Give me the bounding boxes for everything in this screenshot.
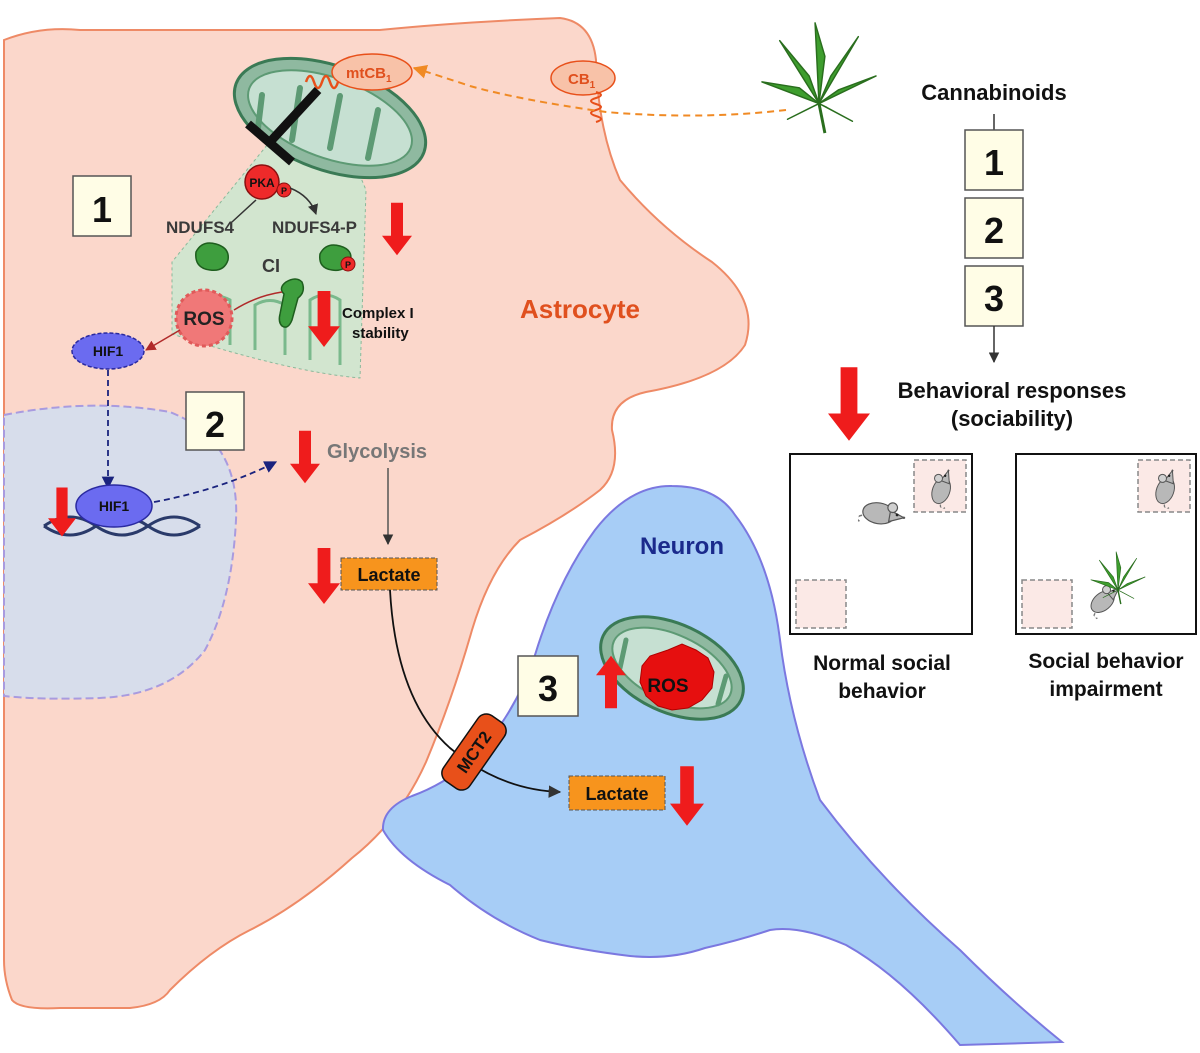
impair-line2: impairment [1049, 678, 1162, 701]
complex-stability-line1: Complex I [342, 305, 414, 322]
flow-step-1-label: 1 [984, 142, 1004, 183]
hif1-to-glycolysis [153, 461, 278, 503]
flow-step-box-2 [964, 197, 1024, 259]
lactate-neuron-label: Lactate [585, 784, 648, 804]
neuron-label: Neuron [640, 533, 724, 560]
astrocyte-label: Astrocyte [520, 294, 640, 324]
astrocyte-nucleus [3, 404, 238, 700]
pka-phospho-label: P [281, 186, 287, 196]
cannabinoid-path [412, 65, 787, 117]
normal-line2: behavior [838, 680, 926, 703]
ros-neuron-node [639, 643, 715, 711]
step-2-label: 2 [205, 404, 225, 445]
step-box-2 [185, 391, 245, 451]
ndufs4-blob [195, 242, 229, 272]
normal-line1: Normal social [813, 652, 951, 675]
mct2-transporter [441, 713, 507, 791]
mtcb1-label: mtCB [346, 65, 386, 82]
complex-i-shape [278, 278, 305, 328]
cb1-label: CB [568, 71, 590, 88]
ndufs4-label: NDUFS4 [166, 218, 235, 237]
neuron-cell [381, 484, 1065, 1047]
behavior-line1: Behavioral responses [898, 378, 1127, 403]
cb1-receptor [590, 91, 602, 123]
step-1-label: 1 [92, 189, 112, 230]
impaired-arena-corner-bottom [1021, 579, 1073, 629]
normal-arena-corner-bottom [795, 579, 847, 629]
ci-label: CI [262, 256, 280, 276]
behavior-line2: (sociability) [951, 406, 1073, 431]
svg-text:mtCB1: mtCB1 [346, 65, 392, 85]
ndufs4p-phospho [340, 256, 356, 272]
lactate-astro-label: Lactate [357, 565, 420, 585]
hif1-cyto-label: HIF1 [93, 343, 124, 359]
flow-step-2-label: 2 [984, 210, 1004, 251]
decrease-arrow-behavior [828, 367, 870, 441]
inhibition-arrow [266, 86, 322, 146]
inhibition-bar [245, 120, 295, 166]
cb1-oval [550, 60, 616, 96]
flow-step-box-1 [964, 129, 1024, 191]
impair-line1: Social behavior [1028, 650, 1183, 673]
lactate-neuron-box [568, 775, 666, 811]
hif1-nuc-node [75, 484, 153, 528]
svg-text:CB1: CB1 [568, 71, 596, 91]
pka-node [244, 164, 280, 200]
hif1-cyto-node [71, 332, 145, 370]
ros-astro-node [174, 288, 234, 348]
pka-phospho [276, 182, 292, 198]
pka-to-ndufs4 [231, 199, 257, 223]
ndufs4p-label: NDUFS4-P [272, 218, 357, 237]
step-box-1 [72, 175, 132, 237]
pka-phospho-arrow [289, 187, 318, 215]
step-3-label: 3 [538, 668, 558, 709]
cannabis-leaf-icon [760, 21, 878, 135]
mtcb1-sub: 1 [386, 74, 392, 85]
cannabinoids-label: Cannabinoids [921, 80, 1066, 105]
pka-label: PKA [249, 176, 275, 190]
glycolysis-label: Glycolysis [327, 441, 427, 463]
ros-astro-label: ROS [183, 309, 224, 330]
cb1-sub: 1 [590, 80, 596, 91]
lactate-astro-box [340, 557, 438, 591]
step-box-3 [517, 655, 579, 717]
hif1-nuc-label: HIF1 [99, 498, 130, 514]
complex-stability-line2: stability [352, 325, 409, 342]
lactate-shuttle [389, 589, 562, 798]
mtcb1-oval [331, 53, 413, 91]
ci-to-ros [233, 291, 283, 311]
ros-neuron-label: ROS [647, 676, 688, 697]
ros-to-hif1 [145, 329, 181, 351]
flow-step-3-label: 3 [984, 278, 1004, 319]
ndufs4p-phospho-label: P [345, 260, 351, 270]
flow-step-box-3 [964, 265, 1024, 327]
mtcb1-receptor [304, 74, 340, 90]
